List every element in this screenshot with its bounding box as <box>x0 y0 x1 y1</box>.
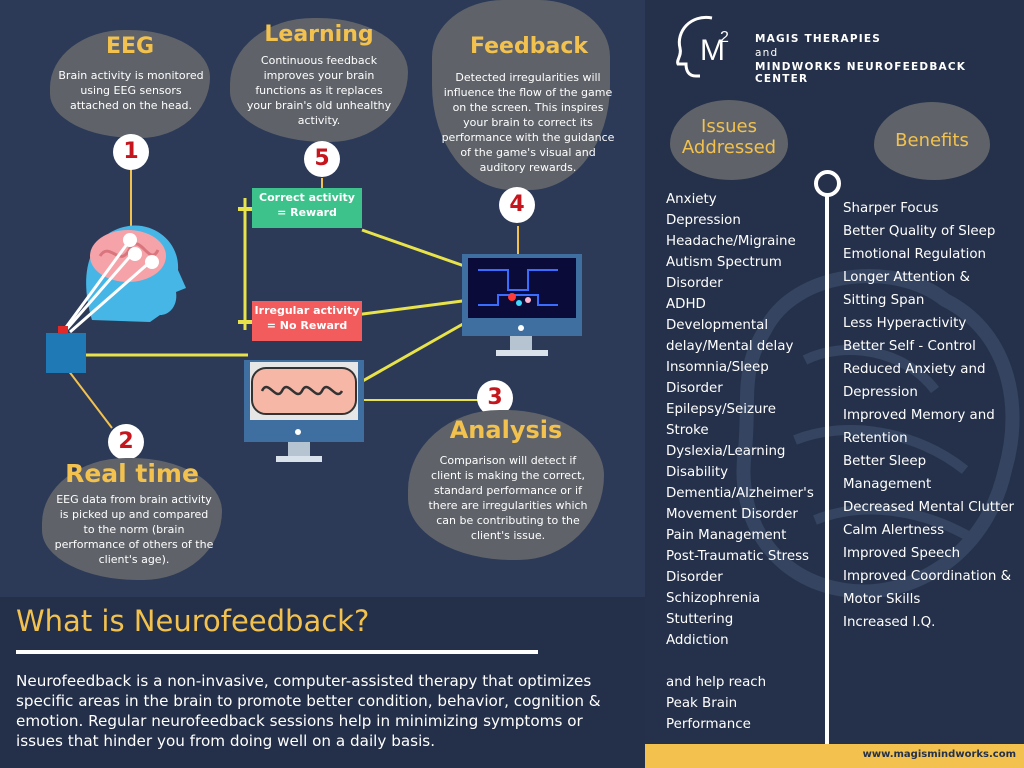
list-item: Dementia/Alzheimer's <box>666 486 814 501</box>
list-item: Depression <box>666 213 741 228</box>
list-item: Better Sleep <box>843 454 927 469</box>
feedback-text: Detected irregularities will influence t… <box>441 71 615 174</box>
irregular-activity-card: Irregular activity = No Reward <box>252 301 362 341</box>
issues-heading-line1: Issues <box>701 116 757 137</box>
list-item: Movement Disorder <box>666 507 798 522</box>
eeg-title: EEG <box>105 34 155 59</box>
list-item: Anxiety <box>666 192 717 207</box>
list-item: Decreased Mental Clutter <box>843 500 1015 515</box>
process-diagram <box>46 168 582 462</box>
list-item: delay/Mental delay <box>666 339 794 354</box>
benefits-list: Sharper Focus Better Quality of Sleep Em… <box>843 197 1023 634</box>
list-item: Disability <box>666 465 729 480</box>
issues-heading-line2: Addressed <box>681 137 777 158</box>
list-item: Addiction <box>666 633 729 648</box>
analysis-bubble <box>408 410 604 560</box>
list-item: Longer Attention & <box>843 270 970 285</box>
feedback-title: Feedback <box>470 34 588 59</box>
list-item: Disorder <box>666 570 723 585</box>
logo-superscript: 2 <box>720 29 729 46</box>
list-item: Stuttering <box>666 612 734 627</box>
list-item: Autism Spectrum <box>666 255 782 270</box>
realtime-text: EEG data from brain activity is picked u… <box>54 493 214 566</box>
list-item: Less Hyperactivity <box>843 316 967 331</box>
correct-activity-card: Correct activity = Reward <box>252 188 362 228</box>
list-item: Motor Skills <box>843 592 921 607</box>
list-item: Pain Management <box>666 528 787 543</box>
irregular-line2: = No Reward <box>266 319 348 332</box>
realtime-title: Real time <box>65 459 199 488</box>
list-item: Stroke <box>666 423 709 438</box>
issues-heading: Issues Addressed <box>670 100 788 180</box>
analysis-text: Comparison will detect if client is maki… <box>428 454 588 542</box>
list-item: Epilepsy/Seizure <box>666 402 776 417</box>
list-item: Schizophrenia <box>666 591 761 606</box>
timeline-divider <box>825 193 829 745</box>
list-item: Peak Brain <box>666 696 738 711</box>
irregular-line1: Irregular activity <box>254 304 360 317</box>
benefits-heading-text: Benefits <box>895 130 969 151</box>
list-item: Management <box>843 477 932 492</box>
learning-bubble <box>230 18 408 142</box>
brand-line3: MINDWORKS NEUROFEEDBACK CENTER <box>755 61 967 85</box>
list-item: Sitting Span <box>843 293 925 308</box>
list-item: Improved Coordination & <box>843 569 1012 584</box>
brand-line1: MAGIS THERAPIES <box>755 33 881 45</box>
logo-letter: M <box>700 34 725 67</box>
list-item: Improved Memory and <box>843 408 995 423</box>
list-item: Improved Speech <box>843 546 961 561</box>
list-item: Calm Alertness <box>843 523 945 538</box>
list-item: and help reach <box>666 675 767 690</box>
what-title: What is Neurofeedback? <box>16 604 370 638</box>
list-item: Insomnia/Sleep <box>666 360 769 375</box>
eeg-text: Brain activity is monitored using EEG se… <box>58 69 204 112</box>
correct-line2: = Reward <box>277 206 337 219</box>
list-item: Increased I.Q. <box>843 615 936 630</box>
list-item: Depression <box>843 385 918 400</box>
correct-line1: Correct activity <box>259 191 355 204</box>
eeg-bubble <box>50 30 210 138</box>
step-number-2: 2 <box>108 424 144 460</box>
list-item: Dyslexia/Learning <box>666 444 786 459</box>
list-item: Better Quality of Sleep <box>843 224 996 239</box>
step-number-4: 4 <box>499 187 535 223</box>
list-item: Performance <box>666 717 751 732</box>
timeline-ring <box>814 170 841 197</box>
list-item: Sharper Focus <box>843 201 939 216</box>
step-number-5: 5 <box>304 141 340 177</box>
issues-list: Anxiety Depression Headache/Migraine Aut… <box>666 189 816 651</box>
what-underline <box>16 650 538 654</box>
footer-bar: www.magismindworks.com <box>645 744 1024 768</box>
benefits-heading: Benefits <box>874 102 990 180</box>
list-item: Developmental <box>666 318 769 333</box>
list-item: Post-Traumatic Stress <box>666 549 810 564</box>
realtime-bubble <box>42 458 222 580</box>
list-item: Retention <box>843 431 908 446</box>
list-item: Better Self - Control <box>843 339 976 354</box>
list-item: Disorder <box>666 381 723 396</box>
brain-watermark-icon <box>736 269 1020 599</box>
analysis-title: Analysis <box>449 416 563 444</box>
peak-performance-note: and help reach Peak Brain Performance <box>666 672 816 735</box>
list-item: Emotional Regulation <box>843 247 987 262</box>
step-number-1: 1 <box>113 134 149 170</box>
learning-title: Learning <box>264 22 374 47</box>
feedback-bubble <box>432 0 610 190</box>
what-body: Neurofeedback is a non-invasive, compute… <box>16 672 601 750</box>
brand-line2: and <box>755 47 779 59</box>
list-item: Reduced Anxiety and <box>843 362 986 377</box>
list-item: Headache/Migraine <box>666 234 796 249</box>
list-item: Disorder <box>666 276 723 291</box>
learning-text: Continuous feedback improves your brain … <box>246 54 392 127</box>
what-section <box>0 597 645 768</box>
list-item: ADHD <box>666 297 706 312</box>
website-link[interactable]: www.magismindworks.com <box>862 749 1016 760</box>
head-logo-icon: M 2 <box>676 15 729 78</box>
